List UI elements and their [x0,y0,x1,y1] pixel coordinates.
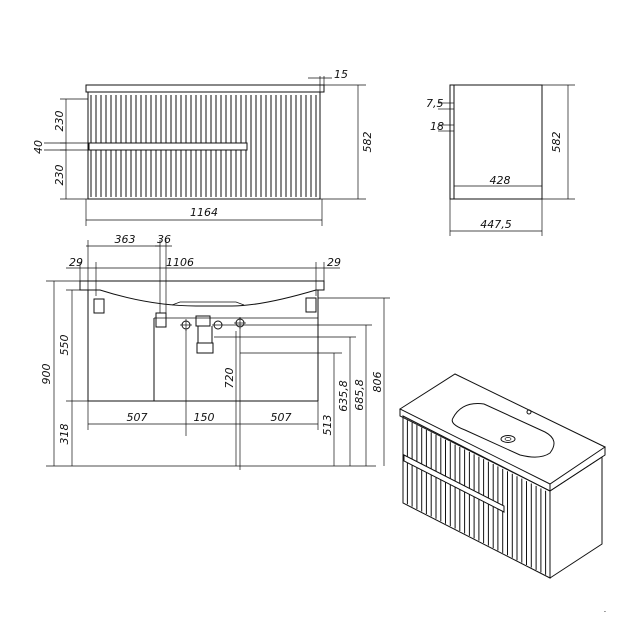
dim-panel-offset: 18 [430,120,444,133]
dim-right-span: 507 [271,411,292,424]
dim-center-span: 150 [194,411,215,424]
dim-806: 806 [371,372,384,393]
dim-gap: 40 [32,140,45,154]
iso-tap-hole [526,409,532,415]
iso-drain [500,435,516,443]
bracket-mid [155,312,167,328]
dim-left-margin: 29 [69,256,83,269]
installation-view: 363 36 29 1106 29 900 550 318 507 150 50… [40,233,390,470]
dim-right-margin: 29 [327,256,341,269]
dim-drawer-bottom: 230 [53,165,66,186]
dim-total-depth: 447,5 [480,218,512,231]
dim-685: 685,8 [353,379,366,411]
dim-635: 635,8 [337,380,350,412]
dim-513: 513 [321,415,334,436]
dim-total-width: 1164 [190,206,218,219]
dim-720: 720 [223,368,236,389]
basin-outline [79,280,325,307]
cabinet-body [87,91,321,200]
bracket-left [93,298,105,314]
dim-top-thickness: 7,5 [426,97,444,110]
front-view: 230 40 230 582 15 1164 [32,68,374,226]
dim-inner-width: 1106 [166,256,194,269]
dim-total-installation-height: 900 [40,364,53,385]
stray-mark: . [604,605,607,614]
dim-left-span: 507 [127,411,148,424]
dim-drain-width: 36 [157,233,171,246]
side-view: 7,5 18 582 428 447,5 [426,84,575,236]
siphon [180,315,246,354]
dim-side-height: 582 [550,132,563,153]
side-body [449,84,543,200]
dim-top-overhang: 15 [334,68,348,81]
dim-drain-offset: 363 [115,233,136,246]
bracket-right [305,297,317,313]
dim-inner-depth: 428 [490,174,511,187]
iso-handle-slot [403,454,505,513]
dim-drawer-top: 230 [53,111,66,132]
iso-basin [451,403,555,458]
dim-cabinet-height: 550 [58,335,71,356]
countertop [85,84,325,93]
dim-total-height: 582 [361,132,374,153]
dim-floor-offset: 318 [58,424,71,445]
isometric-view [398,373,606,579]
drawer-handle-slot [88,142,248,151]
